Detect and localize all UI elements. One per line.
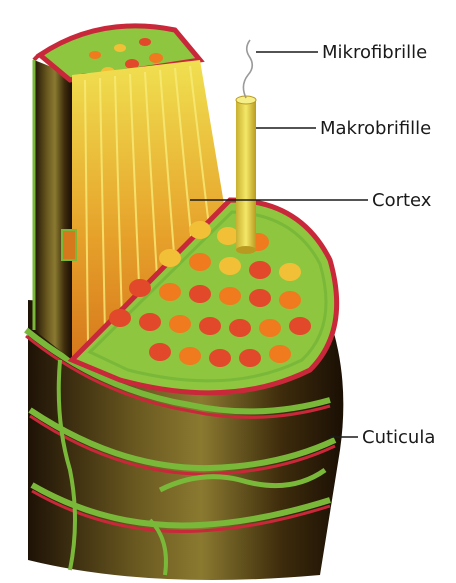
cuticle-column: [34, 53, 72, 360]
microfibril-strand: [243, 40, 252, 98]
macrofibril-rod: [236, 96, 256, 254]
label-mikrofibrille: Mikrofibrille: [322, 42, 427, 63]
label-makrofibrille: Makrobrifille: [320, 118, 431, 139]
label-cortex: Cortex: [372, 190, 432, 211]
label-cuticula: Cuticula: [362, 427, 435, 448]
